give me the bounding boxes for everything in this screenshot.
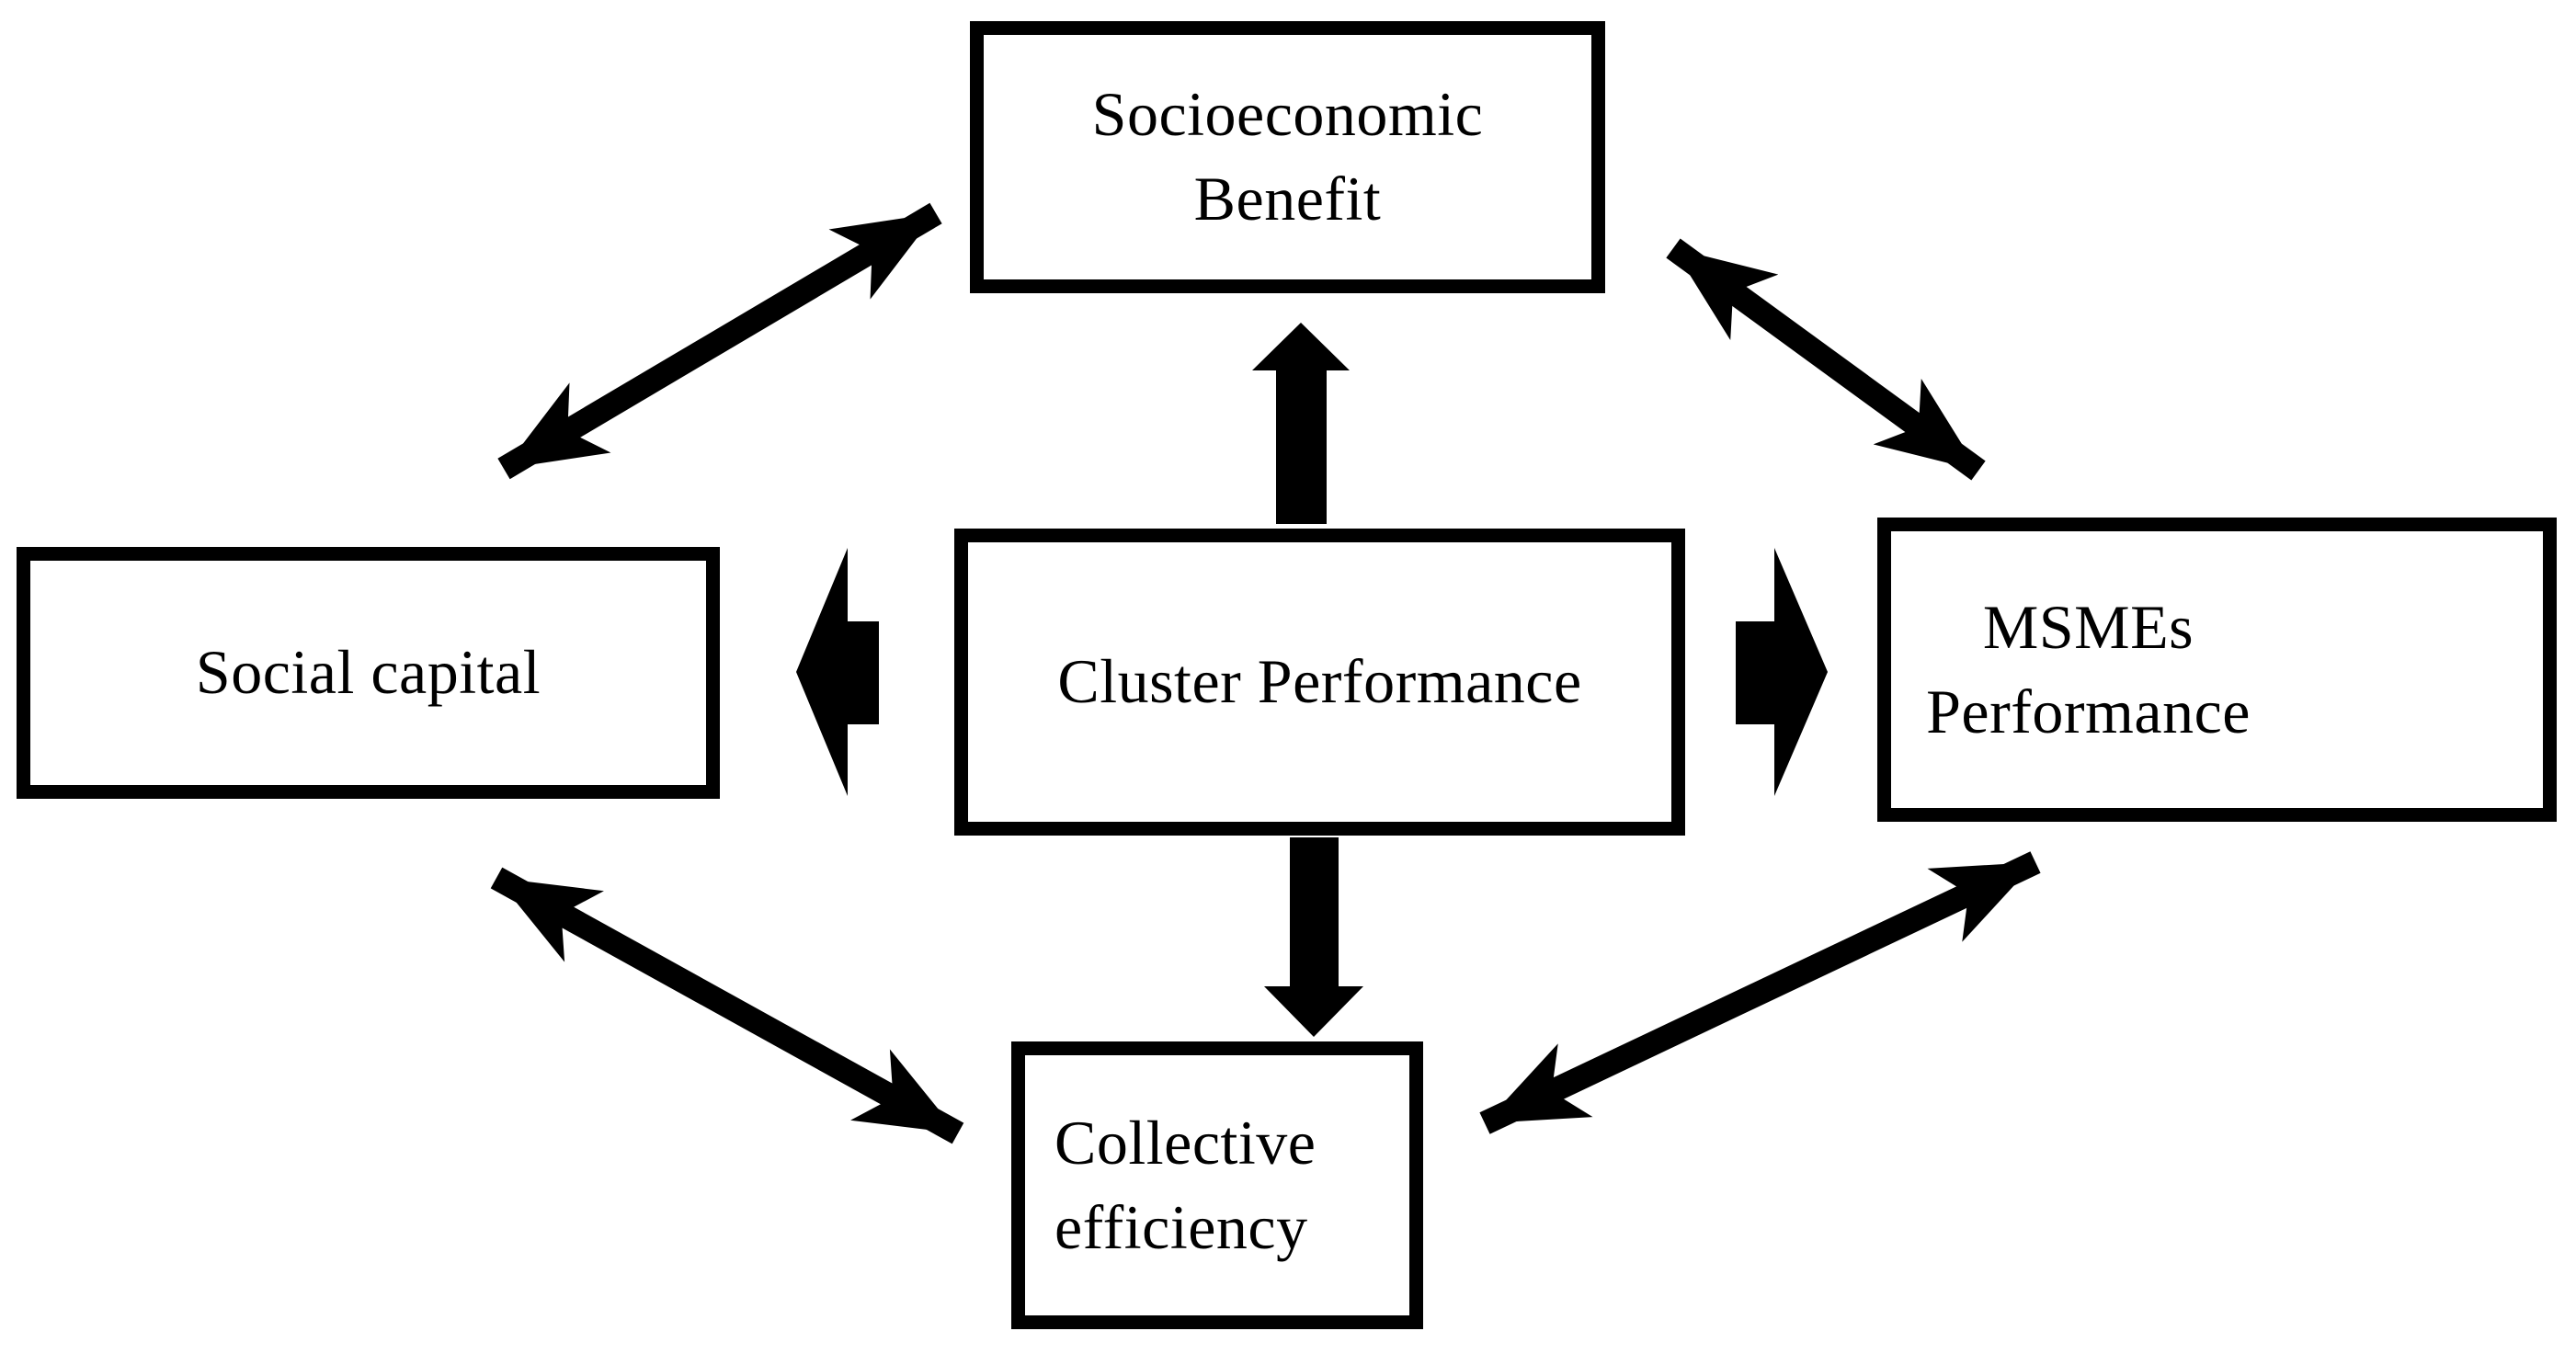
node-label: Benefit [1193,164,1382,233]
arrow-cluster-to-collective-icon [1264,837,1363,1037]
node-label: Cluster Performance [1057,646,1582,717]
arrow-cluster-to-socioeconomic-icon [1252,323,1350,524]
node-msmes-performance: MSMEs Performance [1877,518,2557,822]
arrow-socioeconomic-msmes-icon [1666,238,1986,481]
node-social-capital: Social capital [17,547,720,799]
arrow-cluster-to-msmes-icon [1736,548,1828,796]
node-label: Collective [1054,1107,1316,1178]
node-label: MSMEs [1982,591,2194,662]
node-collective-efficiency: Collective efficiency [1011,1041,1423,1329]
node-label: efficiency [1054,1191,1308,1262]
node-cluster-performance: Cluster Performance [954,529,1685,836]
node-label: Socioeconomic [1091,79,1484,150]
arrow-cluster-to-social-capital-icon [796,548,879,796]
arrow-social-collective-icon [490,867,964,1144]
node-socioeconomic-benefit: Socioeconomic Benefit [970,21,1605,293]
arrow-social-socioeconomic-icon [497,202,942,480]
arrow-collective-msmes-icon [1479,851,2041,1134]
node-label: Social capital [195,637,541,708]
node-label: Performance [1926,676,2251,746]
